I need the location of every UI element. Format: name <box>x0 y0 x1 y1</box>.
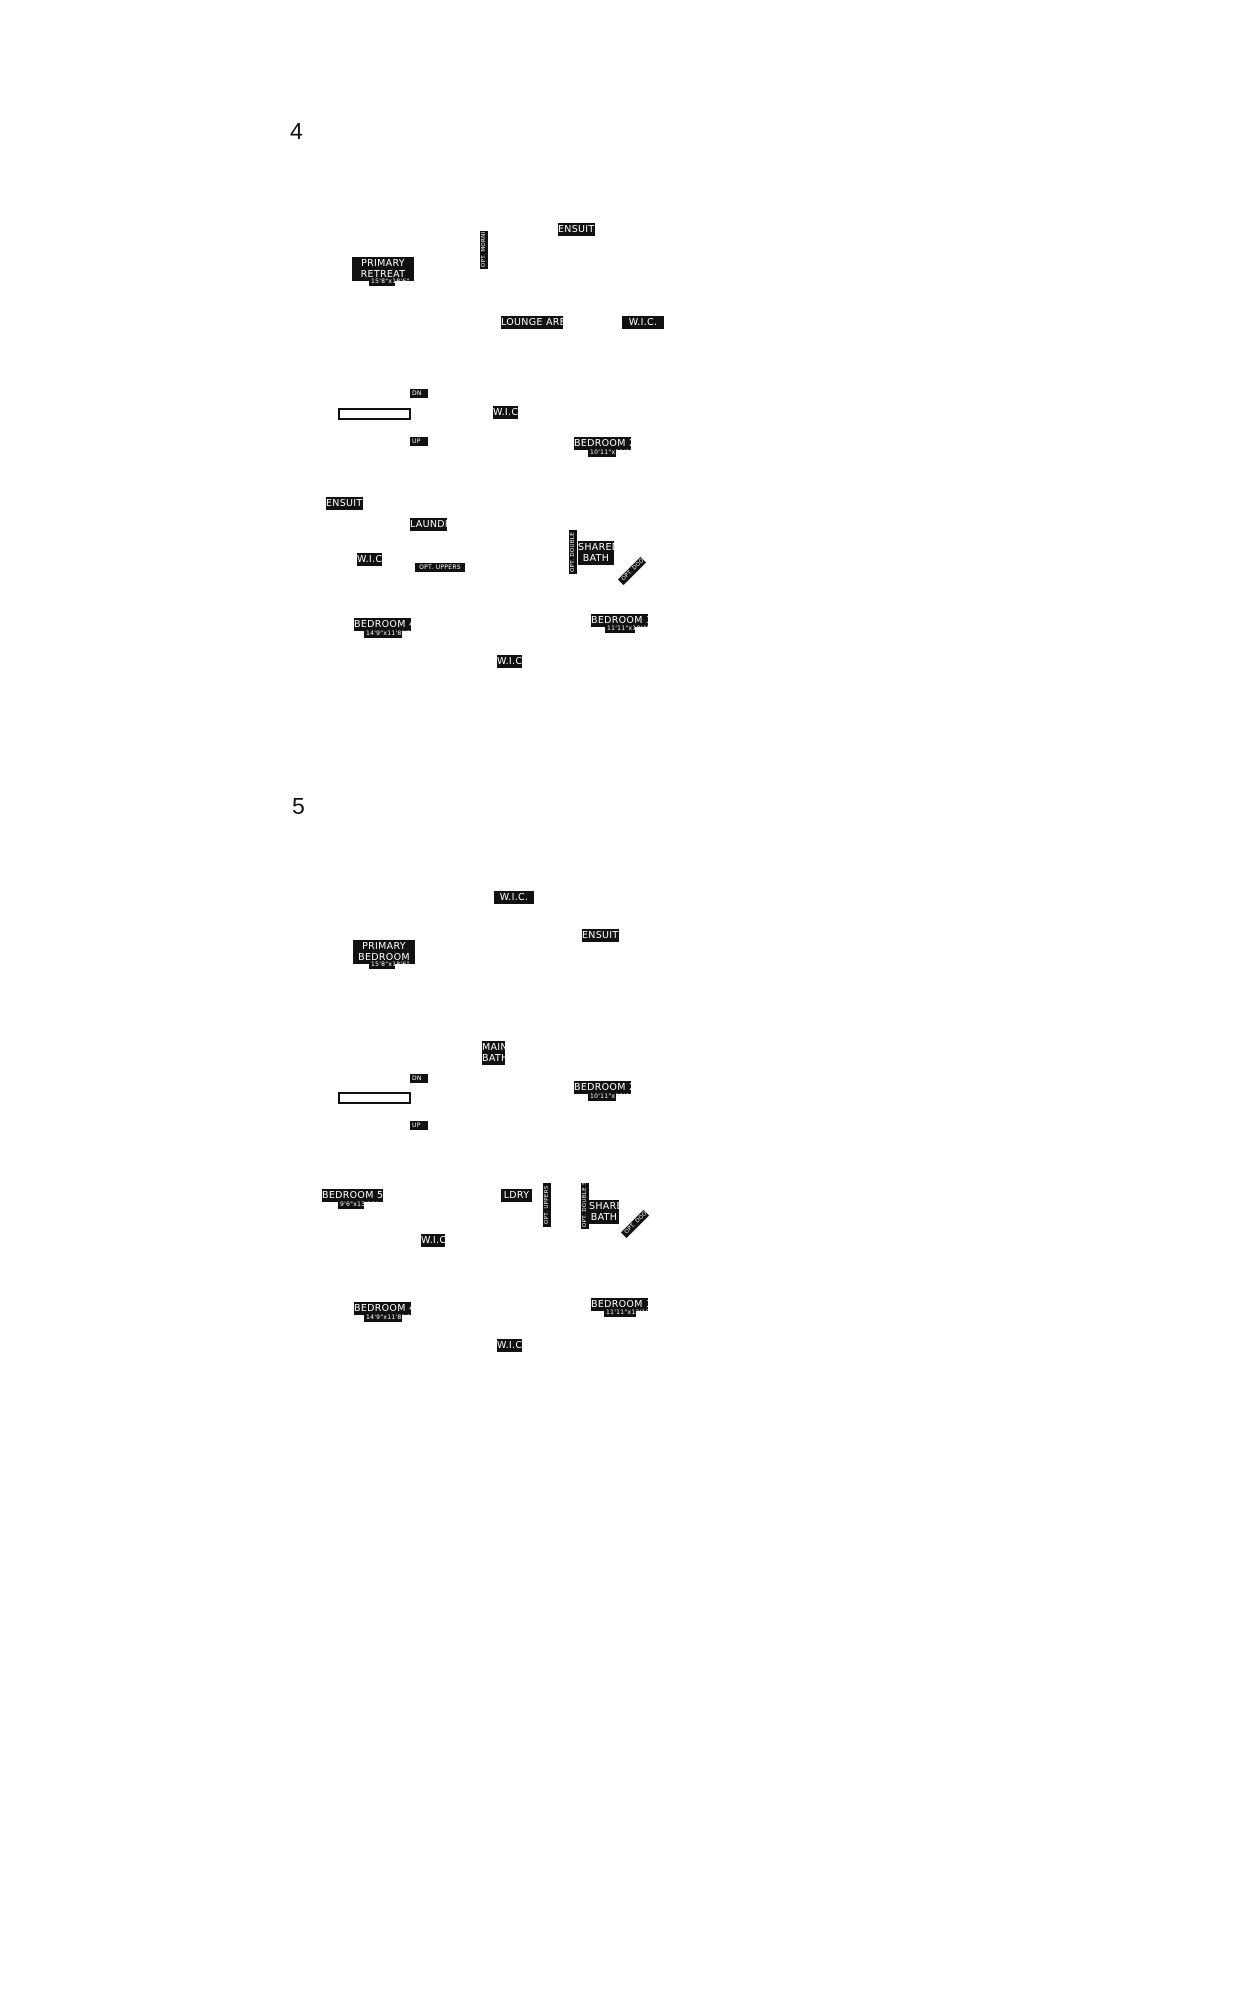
stair-up-label: UP <box>410 1121 428 1130</box>
room-name: SHARED BATH <box>578 542 620 564</box>
note-opt-door: OPT. DOOR <box>620 1208 651 1239</box>
room-label-bedroom-2: BEDROOM 2 <box>574 1081 636 1094</box>
room-label-bedroom-3: BEDROOM 3 <box>591 1298 653 1311</box>
note-opt-double-sink: OPT. DOUBLE SINK <box>569 515 577 574</box>
room-label-ldry: LDRY <box>501 1189 532 1202</box>
room-dimension: 9'6"x13'10" <box>338 1200 379 1209</box>
room-label-shared-bath: SHARED BATH <box>578 541 619 565</box>
room-dimension: 14'9"x11'8"/13'8" <box>364 629 425 638</box>
room-name: MAIN BATH <box>482 1042 509 1064</box>
room-label-wic: W.I.C. <box>357 553 386 566</box>
note-opt-double-sink: OPT. DOUBLE SINK <box>581 1170 589 1229</box>
room-label-laundry: LAUNDRY <box>410 518 458 531</box>
stair-dn-label: DN <box>410 389 428 398</box>
room-dimension: 14'9"x11'8"/13'8" <box>364 1313 425 1322</box>
room-dimension: 11'11"x12'10" <box>604 1308 653 1317</box>
room-dimension: 11'11"x10'4" <box>605 624 650 633</box>
floor-plan-5: 5 W.I.C. ENSUITE PRIMARY BEDROOM 15'8"x1… <box>0 795 1259 2000</box>
room-label-wic: W.I.C. <box>493 406 522 419</box>
room-label-bedroom-5: BEDROOM 5 <box>322 1189 384 1202</box>
room-label-bedroom-4: BEDROOM 4 <box>354 618 416 631</box>
room-label-wic: W.I.C. <box>421 1234 450 1247</box>
note-opt-door: OPT. DOOR <box>617 555 648 586</box>
note-opt-uppers: OPT. UPPERS <box>543 1183 551 1227</box>
room-name: SHARED BATH <box>589 1201 631 1223</box>
plan-number: 4 <box>290 118 303 144</box>
room-label-bedroom-2: BEDROOM 2 <box>574 437 636 450</box>
staircase-rail <box>338 408 411 420</box>
room-label-ensuite: ENSUITE <box>326 497 369 510</box>
room-label-ensuite: ENSUITE <box>582 929 625 942</box>
room-name: PRIMARY RETREAT <box>360 258 406 280</box>
room-name: PRIMARY BEDROOM <box>358 941 410 963</box>
staircase-rail <box>338 1092 411 1104</box>
stair-dn-label: DN <box>410 1074 428 1083</box>
room-dimension: 10'11"x13'8" <box>588 1092 633 1101</box>
room-dimension: 15'8"x18'6" <box>369 277 410 286</box>
room-label-lounge-area: LOUNGE AREA <box>501 316 573 329</box>
room-dimension: 10'11"x11'1" <box>588 448 633 457</box>
room-label-ensuite: ENSUITE <box>558 223 601 236</box>
stair-up-label: UP <box>410 437 428 446</box>
room-label-wic: W.I.C. <box>622 316 664 329</box>
room-label-bedroom-3: BEDROOM 3 <box>591 614 653 627</box>
room-label-wic: W.I.C. <box>494 891 534 904</box>
floor-plan-4: 4 PRIMARY RETREAT 15'8"x18'6" OPT. MORNI… <box>290 118 664 668</box>
note-opt-morning-kitchen: OPT. MORNING KITCHEN <box>480 194 488 269</box>
room-label-bedroom-4: BEDROOM 4 <box>354 1302 416 1315</box>
room-label-shared-bath: SHARED BATH <box>589 1200 630 1224</box>
plan-number: 5 <box>292 793 305 819</box>
note-opt-uppers: OPT. UPPERS <box>415 563 465 572</box>
room-label-wic: W.I.C. <box>497 1339 526 1352</box>
room-label-main-bath: MAIN BATH <box>482 1041 509 1065</box>
room-label-wic: W.I.C. <box>497 655 526 668</box>
room-dimension: 15'8"x18'6" <box>369 960 410 969</box>
